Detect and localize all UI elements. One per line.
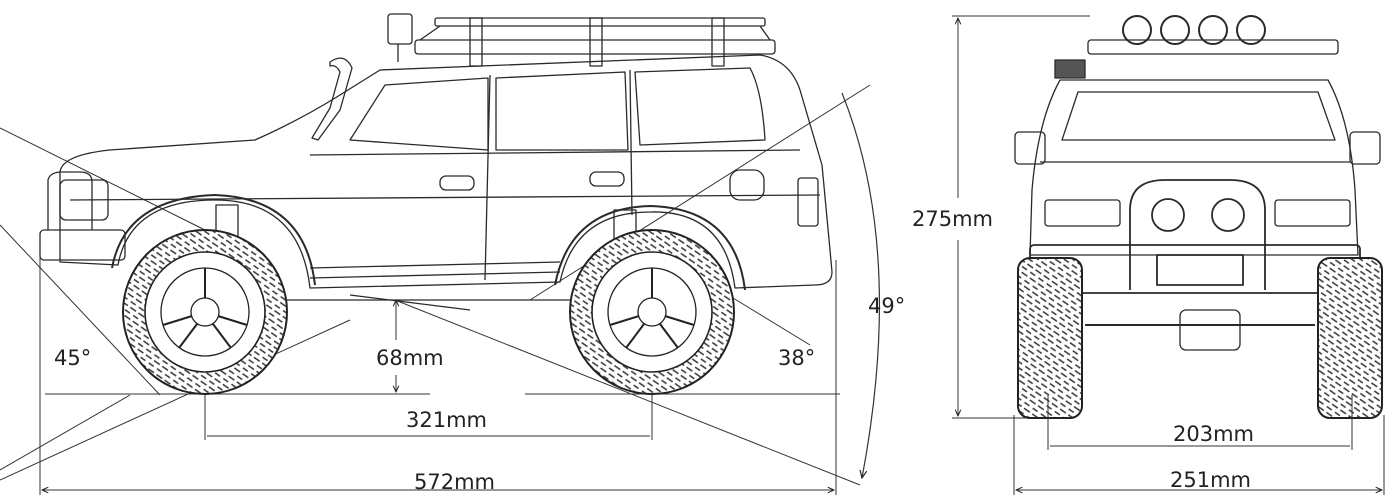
approach-angle-label: 45° [54, 346, 92, 370]
wheelbase-label: 321mm [406, 408, 487, 432]
front-tire-left [1017, 257, 1083, 419]
track-width-label: 203mm [1173, 422, 1254, 446]
front-view [952, 15, 1385, 495]
rear-fender [554, 205, 746, 291]
overall-height-label: 275mm [912, 207, 993, 231]
mirrors [1014, 131, 1381, 165]
rear-wheel [569, 229, 735, 395]
ramp-angle-arc [841, 92, 881, 478]
ramp-angle-label: 49° [868, 294, 906, 318]
front-fender [111, 194, 316, 286]
body-lines [69, 69, 821, 281]
front-bumper [39, 171, 126, 261]
overall-length-label: 572mm [414, 470, 495, 494]
front-body [1029, 79, 1359, 256]
front-wheel [122, 229, 288, 395]
snorkel [311, 57, 353, 141]
roof-rack [387, 13, 776, 67]
window-front [349, 77, 489, 151]
approach-angle-lines [0, 127, 206, 471]
departure-angle-label: 38° [778, 346, 816, 370]
window-middle [495, 71, 629, 151]
overall-width-label: 251mm [1170, 468, 1251, 492]
window-rear [634, 67, 766, 146]
front-tire-right [1317, 257, 1383, 419]
ground-clearance-label: 68mm [376, 346, 444, 370]
windshield [1061, 91, 1336, 141]
roof-light-bar [1054, 15, 1339, 79]
axle [1085, 309, 1315, 351]
side-view [0, 13, 881, 495]
vehicle-body [59, 54, 833, 289]
headlights [1044, 199, 1351, 227]
